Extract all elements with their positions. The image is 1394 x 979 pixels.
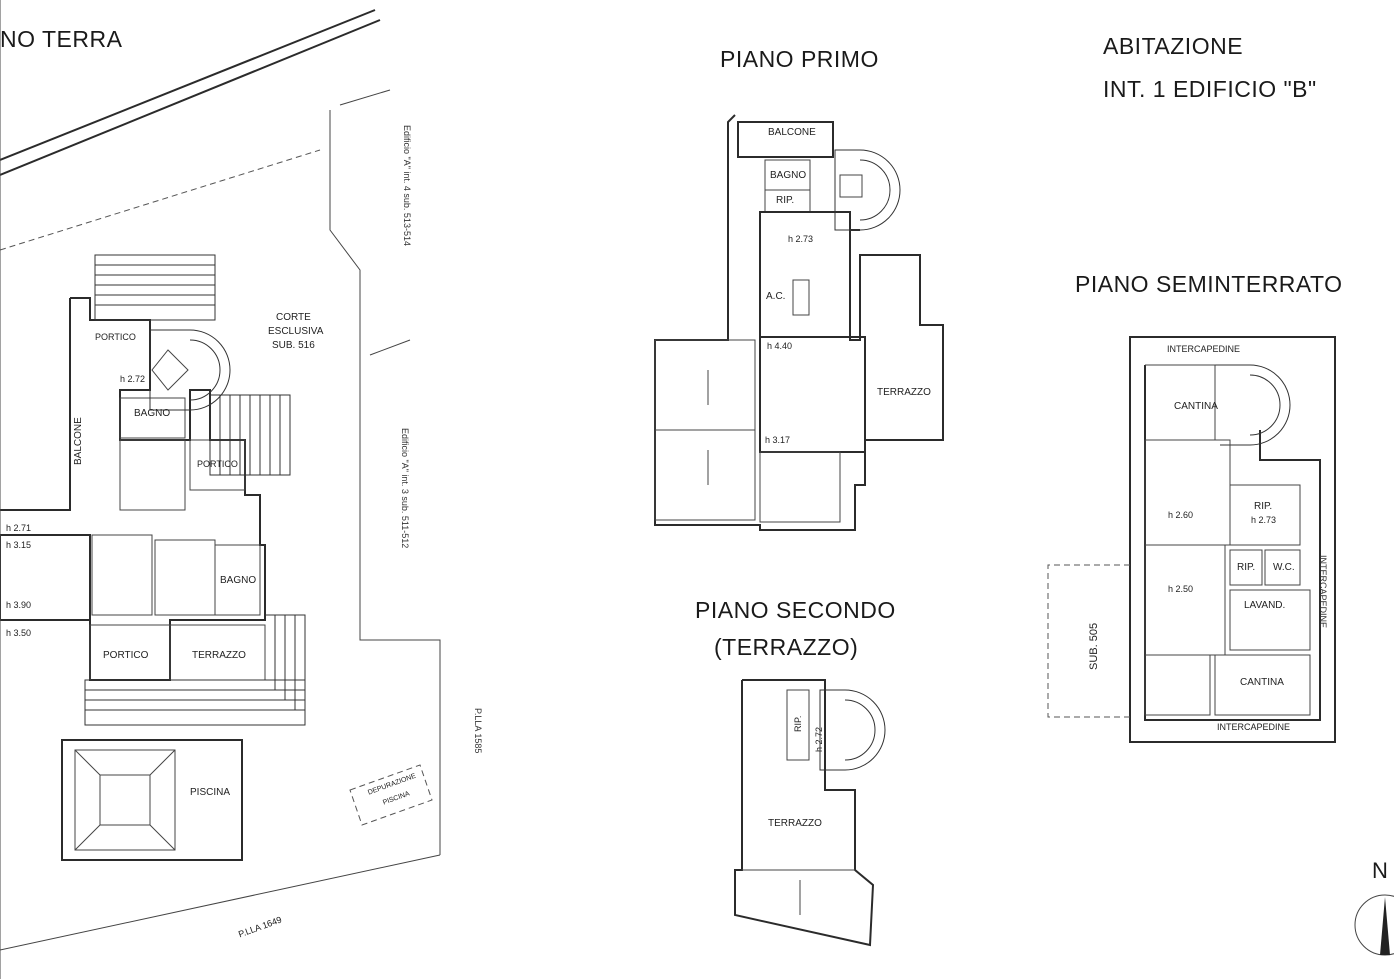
unit-subtitle: INT. 1 EDIFICIO "B" bbox=[1103, 76, 1317, 102]
first-floor-title: PIANO PRIMO bbox=[720, 46, 879, 72]
sub-505-label: SUB. 505 bbox=[1088, 622, 1100, 670]
terrazzo-secondo-label: TERRAZZO bbox=[768, 818, 822, 829]
second-floor-title: PIANO SECONDO bbox=[695, 597, 896, 623]
cantina-bottom-label: CANTINA bbox=[1240, 677, 1284, 688]
portico-bottom-label: PORTICO bbox=[103, 650, 149, 661]
bagno-1-label: BAGNO bbox=[134, 408, 171, 419]
ground-floor-title: NO TERRA bbox=[0, 26, 123, 52]
corte-label-3: SUB. 516 bbox=[272, 340, 315, 351]
unit-title: ABITAZIONE bbox=[1103, 33, 1244, 59]
balcone-primo-label: BALCONE bbox=[768, 127, 816, 138]
intercapedine-right-label: INTERCAPEDINE bbox=[1318, 555, 1328, 629]
intercapedine-top-label: INTERCAPEDINE bbox=[1167, 344, 1241, 354]
bagno-primo-label: BAGNO bbox=[770, 170, 807, 181]
height-390: h 3.90 bbox=[6, 600, 32, 610]
wc-label: W.C. bbox=[1273, 562, 1295, 573]
portico-right-label: PORTICO bbox=[197, 459, 238, 469]
balcone-label: BALCONE bbox=[73, 417, 84, 465]
height-273-primo: h 2.73 bbox=[788, 234, 814, 244]
rip-1-label: RIP. bbox=[1254, 501, 1273, 512]
corte-label-2: ESCLUSIVA bbox=[268, 326, 324, 337]
height-250: h 2.50 bbox=[1168, 584, 1194, 594]
piscina-label: PISCINA bbox=[190, 787, 231, 798]
lavanderia-label: LAVAND. bbox=[1244, 600, 1286, 611]
rip-2-label: RIP. bbox=[1237, 562, 1256, 573]
edificio-a-int4-label: Edificio "A" int. 4 sub. 513-514 bbox=[402, 125, 412, 246]
height-260: h 2.60 bbox=[1168, 510, 1194, 520]
height-271: h 2.71 bbox=[6, 523, 32, 533]
height-440: h 4.40 bbox=[767, 341, 793, 351]
terrazzo-primo-label: TERRAZZO bbox=[877, 387, 931, 398]
height-272-ground: h 2.72 bbox=[120, 374, 146, 384]
north-label: N bbox=[1372, 858, 1389, 883]
corte-label-1: CORTE bbox=[276, 312, 311, 323]
height-350: h 3.50 bbox=[6, 628, 32, 638]
first-floor-plan bbox=[654, 114, 944, 531]
second-floor-subtitle: (TERRAZZO) bbox=[714, 634, 859, 660]
basement-plan bbox=[1047, 336, 1336, 743]
portico-top-label: PORTICO bbox=[95, 332, 136, 342]
height-317: h 3.17 bbox=[765, 435, 791, 445]
intercapedine-bottom-label: INTERCAPEDINE bbox=[1217, 722, 1291, 732]
edificio-a-int3-label: Edificio "A" int. 3 sub. 511-512 bbox=[400, 428, 410, 549]
ground-floor-plan bbox=[0, 0, 441, 979]
cantina-top-label: CANTINA bbox=[1174, 401, 1218, 412]
particella-1585-label: P.LLA 1585 bbox=[473, 708, 483, 754]
rip-primo-label: RIP. bbox=[776, 195, 795, 206]
terrazzo-ground-label: TERRAZZO bbox=[192, 650, 246, 661]
height-273-seminterrato: h 2.73 bbox=[1251, 515, 1277, 525]
height-315: h 3.15 bbox=[6, 540, 32, 550]
bagno-2-label: BAGNO bbox=[220, 575, 257, 586]
height-272-secondo: h 2.72 bbox=[814, 726, 824, 752]
basement-title: PIANO SEMINTERRATO bbox=[1075, 271, 1343, 297]
north-arrow-graphic bbox=[1354, 894, 1394, 956]
rip-secondo-label: RIP. bbox=[793, 715, 803, 732]
second-floor-plan bbox=[734, 679, 886, 947]
ac-label: A.C. bbox=[766, 291, 786, 302]
